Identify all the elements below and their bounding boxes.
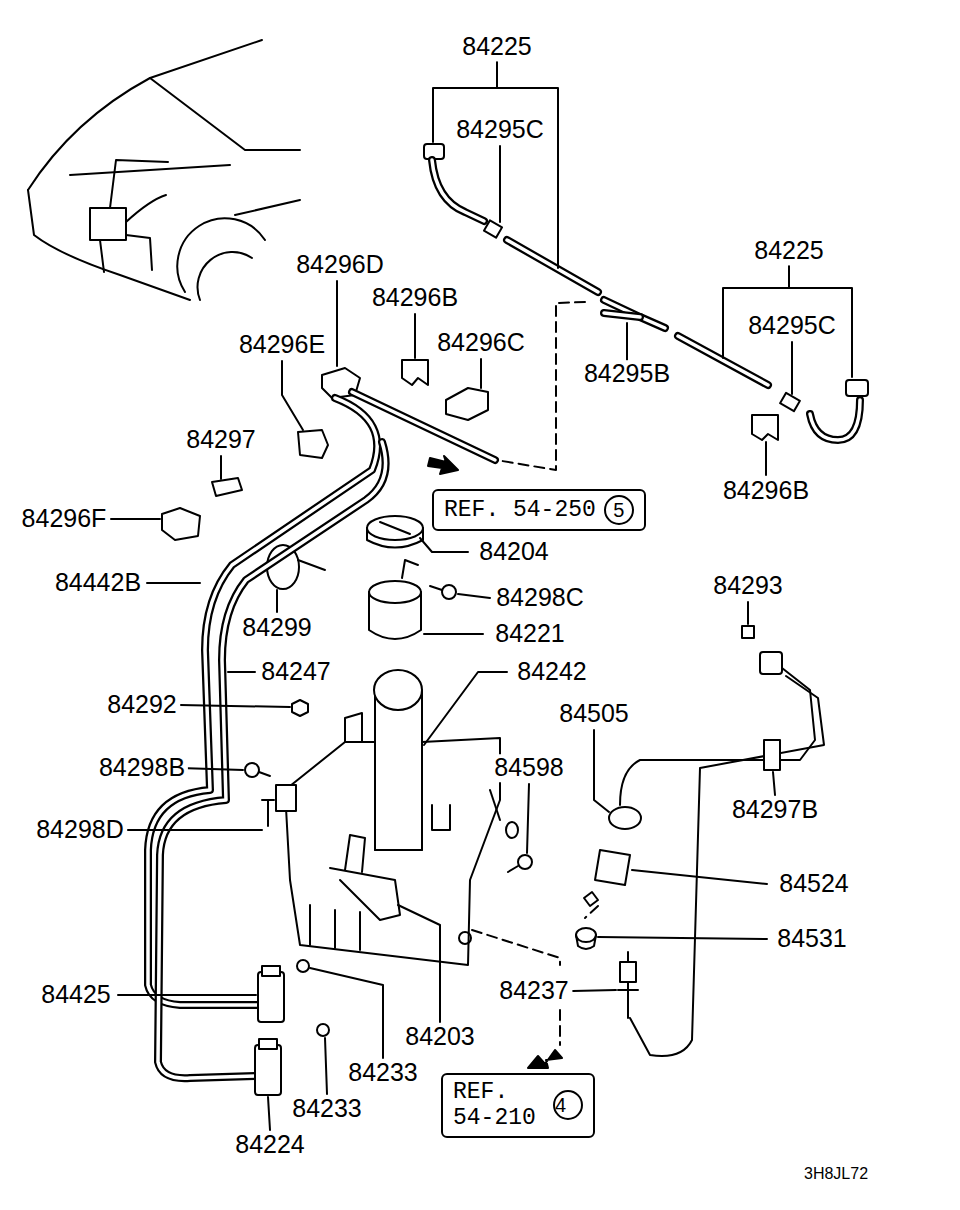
pump-wiring — [472, 626, 824, 1068]
callout-number: 84221 — [492, 620, 568, 648]
sheet-circle: 5 — [604, 495, 634, 525]
pump-hoses — [148, 398, 386, 1078]
sheet-number: 5 — [613, 499, 624, 522]
callout-number: 84524 — [776, 870, 852, 898]
callout-number: 84296B — [369, 284, 461, 312]
callout-number: 84505 — [556, 700, 632, 728]
washer-tank — [245, 670, 532, 1095]
callout-number: 84296F — [19, 505, 110, 533]
drawing-code: 3H8JL72 — [801, 1165, 871, 1183]
callout-number: 84299 — [239, 614, 315, 642]
reference-text: REF. 54-250 — [444, 497, 596, 523]
callout-number: 84247 — [258, 658, 334, 686]
callout-number: 84225 — [459, 33, 535, 61]
callout-number: 84225 — [751, 237, 827, 265]
callout-number: 84297 — [183, 426, 259, 454]
callout-number: 84425 — [38, 981, 114, 1009]
filler-parts — [367, 516, 456, 639]
reference-box: REF. 54-250 5 — [432, 489, 646, 531]
callout-number: 84598 — [491, 754, 567, 782]
sheet-number: 4 — [555, 1094, 581, 1117]
reference-box: REF. 54-210 4 — [441, 1073, 595, 1138]
callout-number: 84295C — [453, 116, 547, 144]
callout-number: 84237 — [496, 977, 572, 1005]
leader-lines — [111, 62, 852, 1130]
callout-number: 84296B — [720, 477, 812, 505]
callout-number: 84233 — [289, 1095, 365, 1123]
callout-number: 84298D — [33, 816, 127, 844]
callout-number: 84242 — [514, 658, 590, 686]
callout-number: 84531 — [774, 925, 850, 953]
callout-number: 84442B — [52, 569, 144, 597]
nozzle-hoses — [424, 144, 868, 470]
callout-number: 84233 — [345, 1059, 421, 1087]
callout-number: 84298C — [493, 584, 587, 612]
callout-number: 84297B — [729, 796, 821, 824]
car-sketch — [28, 40, 300, 300]
callout-number: 84224 — [232, 1131, 308, 1159]
callout-number: 84295B — [581, 360, 673, 388]
callout-number: 84298B — [96, 754, 188, 782]
reference-text: REF. 54-210 — [453, 1079, 545, 1132]
callout-number: 84296D — [293, 251, 387, 279]
callout-number: 84293 — [710, 572, 786, 600]
callout-number: 84295C — [745, 312, 839, 340]
callout-number: 84203 — [402, 1023, 478, 1051]
callout-number: 84296C — [434, 329, 528, 357]
callout-number: 84292 — [104, 691, 180, 719]
sheet-circle: 4 — [553, 1090, 583, 1120]
callout-number: 84296E — [236, 331, 328, 359]
hose-clips — [162, 360, 778, 589]
callout-number: 84204 — [476, 538, 552, 566]
